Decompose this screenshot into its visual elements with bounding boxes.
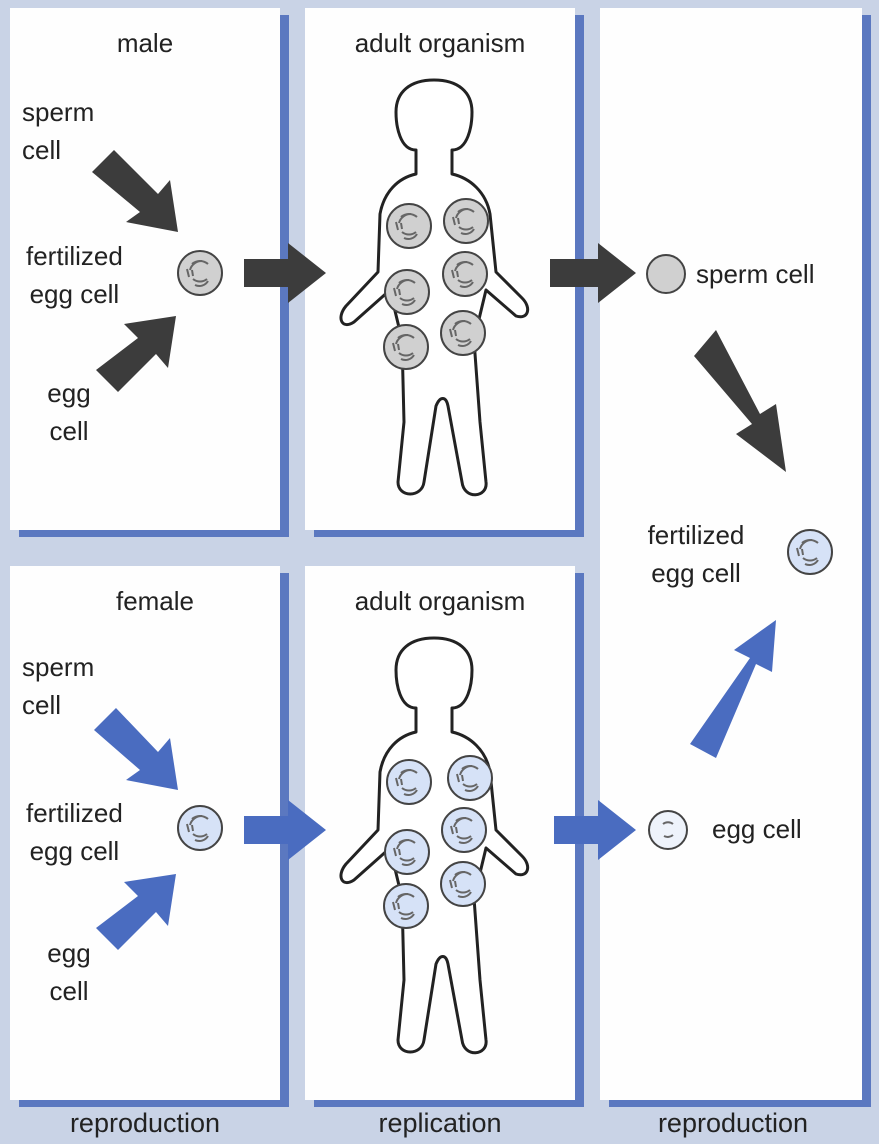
arrow-sperm-to-fertilized-male <box>92 150 178 232</box>
male-heading: male <box>90 24 200 62</box>
arrow-adult-to-sperm <box>550 243 636 303</box>
arrow-adult-to-egg <box>554 800 636 860</box>
sperm-cell-label: sperm cell <box>696 255 814 293</box>
egg-cell-label: egg cell <box>712 810 802 848</box>
male-sperm-cell-label: sperm cell <box>22 93 94 169</box>
adult-organism-heading-bottom: adult organism <box>305 582 575 620</box>
arrow-fertilized-to-adult-female <box>244 800 326 860</box>
male-egg-cell-label: egg cell <box>44 374 94 450</box>
adult-body-outline-bottom <box>341 638 528 1053</box>
sperm-cell-gamete <box>647 255 685 293</box>
footer-reproduction-left: reproduction <box>15 1108 275 1139</box>
female-egg-cell-label: egg cell <box>44 934 94 1010</box>
arrow-egg-to-fertilized-male <box>96 316 176 392</box>
arrow-egg-to-fertilized-right <box>690 620 776 758</box>
arrow-egg-to-fertilized-female <box>96 874 176 950</box>
fertilized-egg-cell-female <box>178 806 222 850</box>
arrow-fertilized-to-adult-male <box>244 243 326 303</box>
footer-replication: replication <box>310 1108 570 1139</box>
female-fertilized-egg-cell-label: fertilized egg cell <box>26 794 123 870</box>
female-sperm-cell-label: sperm cell <box>22 648 94 724</box>
fertilized-egg-cell-right <box>788 530 832 574</box>
adult-organism-heading-top: adult organism <box>305 24 575 62</box>
right-fertilized-egg-cell-label: fertilized egg cell <box>632 516 760 592</box>
male-fertilized-egg-cell-label: fertilized egg cell <box>26 237 123 313</box>
footer-reproduction-right: reproduction <box>603 1108 863 1139</box>
fertilized-egg-cell-male <box>178 251 222 295</box>
arrow-sperm-to-fertilized-female <box>94 708 178 790</box>
arrow-sperm-to-fertilized-right <box>694 330 786 472</box>
egg-cell-gamete <box>649 811 687 849</box>
female-heading: female <box>90 582 220 620</box>
adult-body-outline-top <box>341 80 528 495</box>
